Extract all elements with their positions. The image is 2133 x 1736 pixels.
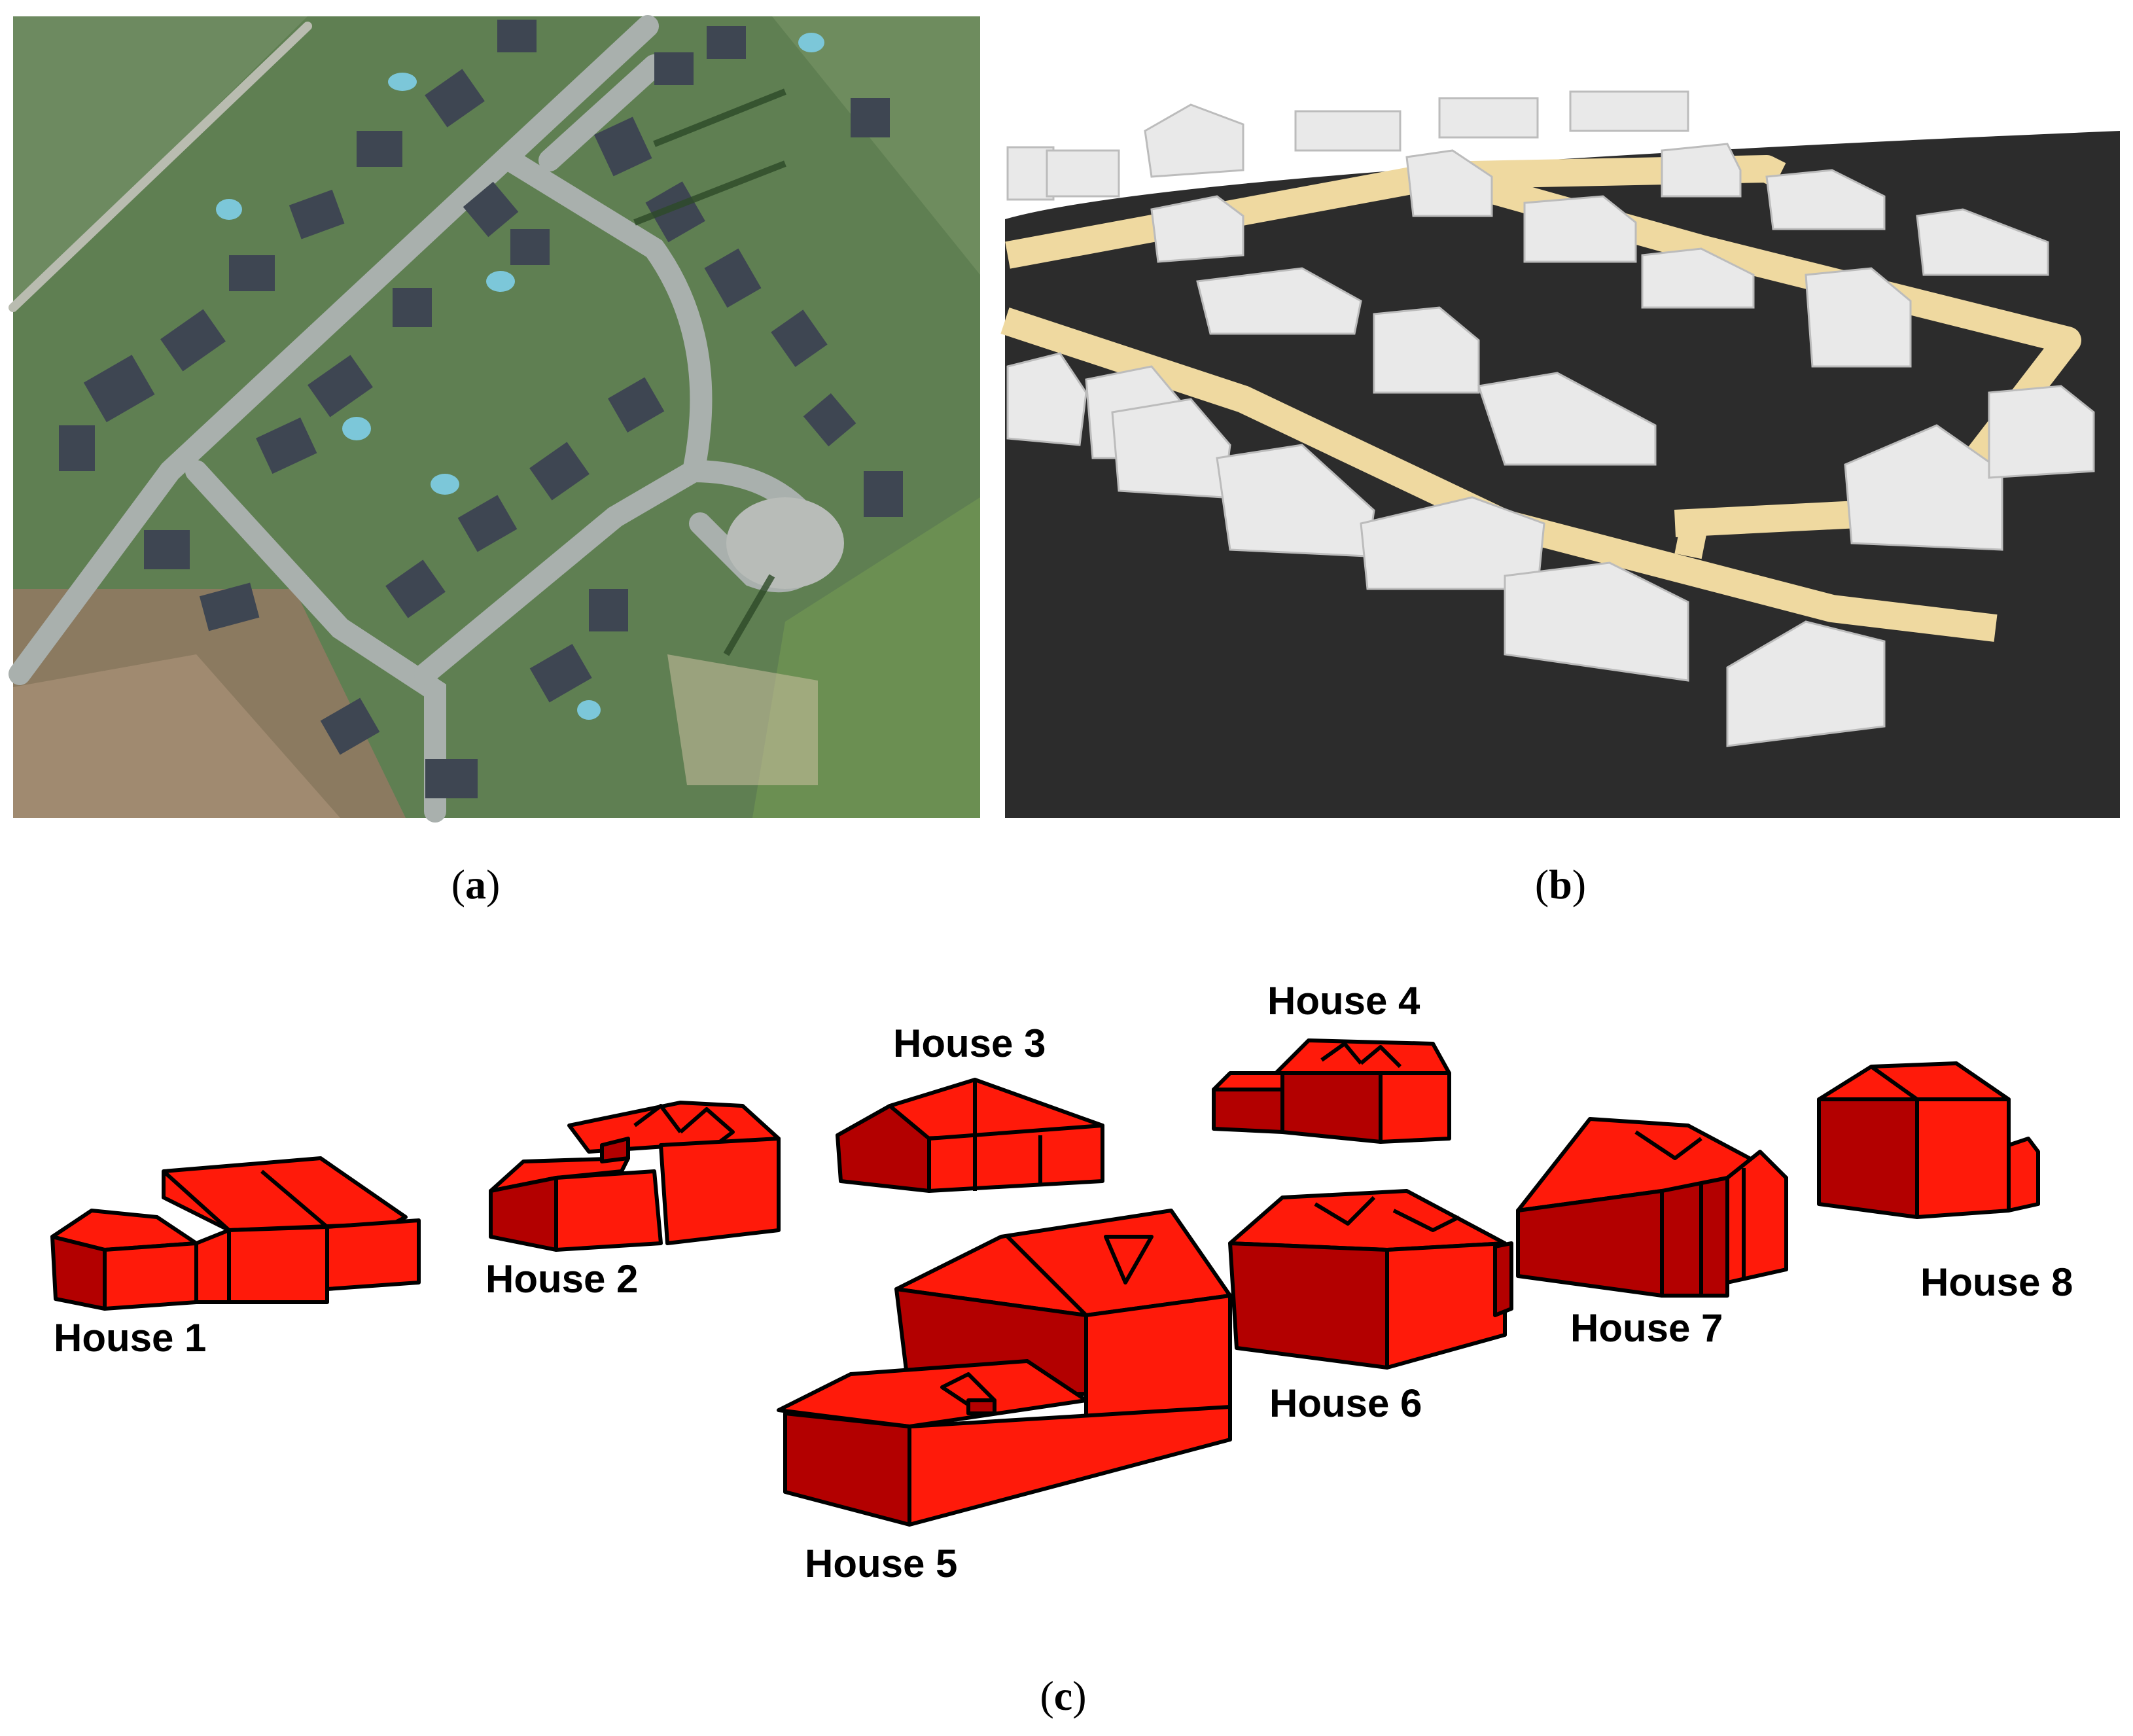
caption-c-open: ( [1040,1673,1054,1719]
caption-a-letter: a [465,861,486,908]
caption-c-close: ) [1072,1673,1087,1719]
caption-b-close: ) [1572,861,1587,908]
caption-b-letter: b [1549,861,1572,908]
caption-a: (a) [451,864,501,906]
house-6-model [1228,1189,1513,1370]
aerial-image [9,15,980,823]
house-7-label: House 7 [1570,1306,1723,1350]
caption-a-open: ( [451,861,465,908]
house-3-model [836,1078,1104,1193]
scale-model-photo [1000,16,2120,818]
house-8-label: House 8 [1920,1260,2073,1304]
caption-c-letter: c [1053,1673,1073,1719]
house-2-model [489,1101,781,1252]
house-4-model [1212,1038,1451,1144]
house-7-model [1516,1117,1788,1298]
house-3-label: House 3 [893,1021,1046,1065]
house-1-label: House 1 [54,1316,207,1360]
caption-b-open: ( [1534,861,1549,908]
caption-a-close: ) [486,861,501,908]
house-6-label: House 6 [1269,1381,1422,1425]
house-5-model [777,1209,1232,1527]
house-8-model [1817,1061,2040,1219]
house-models [50,1038,2040,1527]
house-1-model [50,1156,421,1311]
house-5-label: House 5 [805,1542,958,1585]
house-4-label: House 4 [1267,979,1420,1023]
caption-b: (b) [1535,864,1586,906]
house-2-label: House 2 [485,1257,639,1301]
caption-c: (c) [1040,1675,1086,1717]
